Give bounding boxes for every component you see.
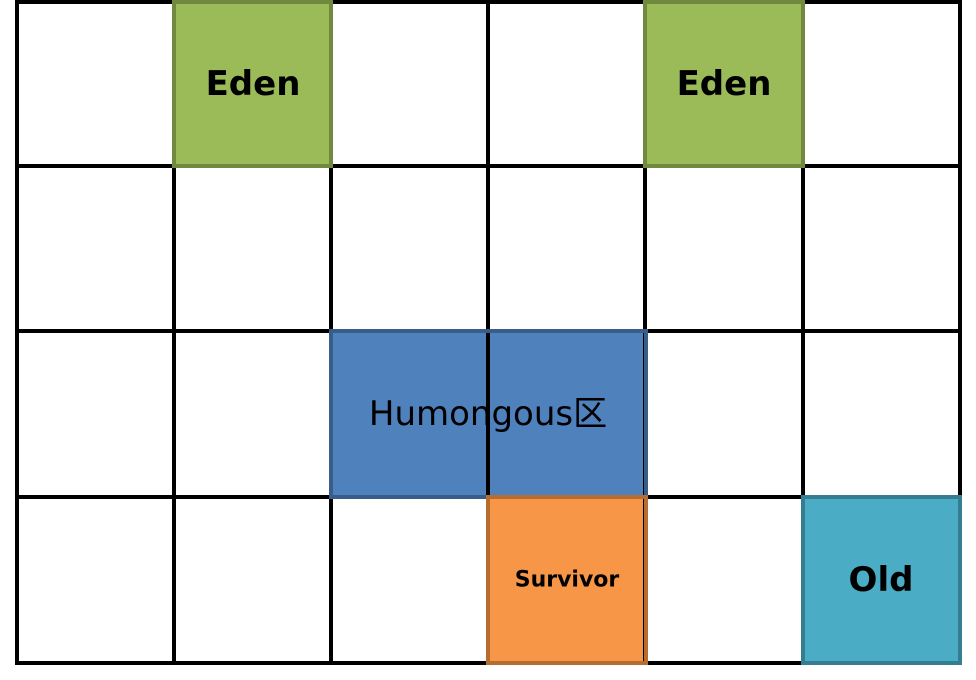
- old-region: Old: [803, 497, 960, 663]
- eden-region-2-box: [645, 2, 803, 166]
- survivor-region-label: Survivor: [515, 568, 620, 593]
- eden-region-2-label: Eden: [677, 64, 772, 104]
- old-region-border: [801, 495, 962, 665]
- eden-region-1: Eden: [174, 2, 331, 166]
- region-borders: [172, 0, 962, 665]
- survivor-region: Survivor: [488, 497, 646, 663]
- survivor-region-box: [488, 497, 646, 663]
- eden-region-2-border: [643, 0, 805, 168]
- survivor-region-border: [486, 495, 648, 665]
- old-region-label: Old: [849, 560, 914, 600]
- eden-region-2: Eden: [645, 2, 803, 166]
- old-region-box: [803, 497, 960, 663]
- eden-region-1-box: [174, 2, 331, 166]
- eden-region-1-label: Eden: [206, 64, 301, 104]
- eden-region-1-border: [172, 0, 333, 168]
